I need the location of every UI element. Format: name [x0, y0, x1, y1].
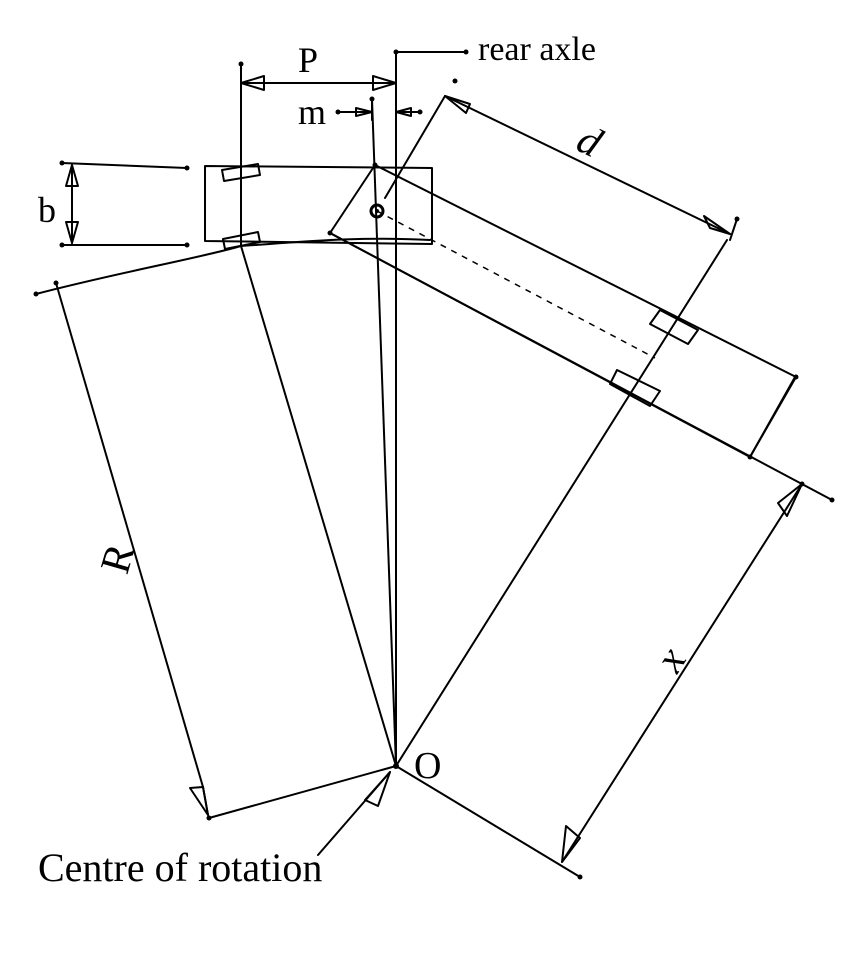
trailer-unit [329, 164, 833, 501]
dimension-d [384, 95, 738, 241]
dimension-x [561, 376, 803, 863]
radial-lines [35, 53, 728, 878]
dimension-p [240, 75, 397, 91]
centre-of-rotation-label: Centre of rotation [38, 845, 322, 890]
o-label: O [414, 745, 441, 787]
dimension-m [337, 98, 421, 121]
x-label: x [646, 639, 696, 680]
d-label: d [570, 116, 610, 167]
centre-of-rotation-leader [317, 771, 391, 856]
b-label: b [38, 190, 56, 230]
tractor-unit [204, 63, 433, 250]
dimension-r [55, 282, 209, 816]
dimension-b [61, 162, 188, 246]
vertex-dots [33, 49, 835, 880]
p-label: P [298, 40, 318, 80]
rear-axle-label: rear axle [478, 31, 596, 68]
m-label: m [298, 92, 326, 132]
r-label: R [92, 539, 144, 579]
